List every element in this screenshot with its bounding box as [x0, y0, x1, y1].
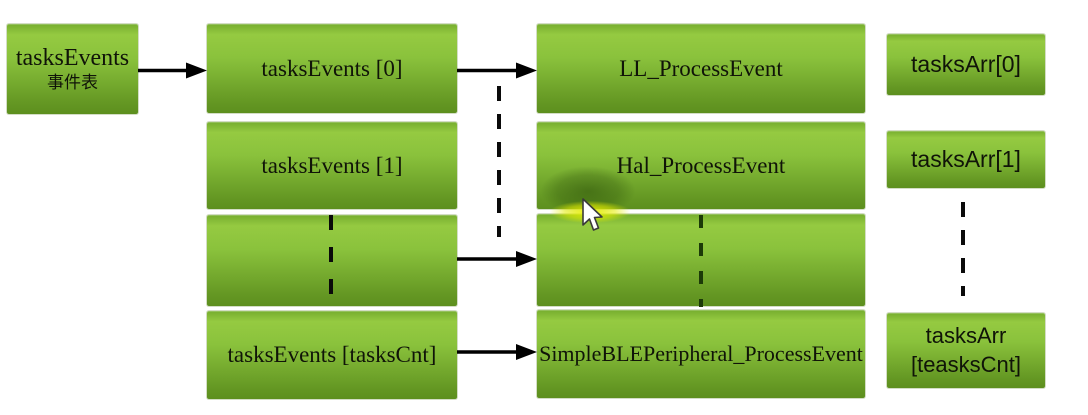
box-simplebleperipheral-processevent: SimpleBLEPeripheral_ProcessEvent	[537, 310, 865, 398]
arrow-events-ellipsis-to-handler-ellipsis	[457, 251, 537, 267]
box-tasksevents-ellipsis	[207, 215, 457, 306]
box-tasksarr-1: tasksArr[1]	[887, 131, 1045, 188]
box-tasksarr-0: tasksArr[0]	[887, 34, 1045, 95]
box-ll-processevent: LL_ProcessEvent	[537, 24, 865, 113]
box-label: LL_ProcessEvent	[619, 55, 783, 81]
box-tasksevents-root: tasksEvents 事件表	[7, 24, 138, 114]
box-label: tasksEvents [1]	[261, 152, 403, 178]
root-box-sublabel-chinese: 事件表	[47, 72, 98, 92]
box-hal-processevent: Hal_ProcessEvent	[537, 122, 865, 209]
box-tasksarr-teaskscnt: tasksArr [teasksCnt]	[887, 313, 1045, 388]
arrow-root-to-events0	[138, 62, 207, 79]
arrow-eventscnt-to-simpleble-processevent	[457, 344, 537, 360]
root-box-label: tasksEvents	[15, 45, 130, 71]
box-label-line1: tasksArr	[925, 322, 1007, 348]
box-tasksevents-taskscnt: tasksEvents [tasksCnt]	[207, 311, 457, 399]
box-label: SimpleBLEPeripheral_ProcessEvent	[539, 341, 863, 366]
box-label: tasksArr[1]	[911, 146, 1021, 172]
box-tasksevents-0: tasksEvents [0]	[207, 24, 457, 113]
box-label: tasksEvents [0]	[261, 55, 403, 81]
box-label: tasksArr[0]	[911, 51, 1021, 77]
box-handler-ellipsis	[537, 214, 865, 306]
box-label: tasksEvents [tasksCnt]	[227, 342, 437, 367]
box-label-line2: [teasksCnt]	[910, 351, 1022, 377]
box-label: Hal_ProcessEvent	[616, 152, 786, 178]
arrow-events0-to-ll-processevent	[457, 62, 537, 79]
box-tasksevents-1: tasksEvents [1]	[207, 122, 457, 209]
